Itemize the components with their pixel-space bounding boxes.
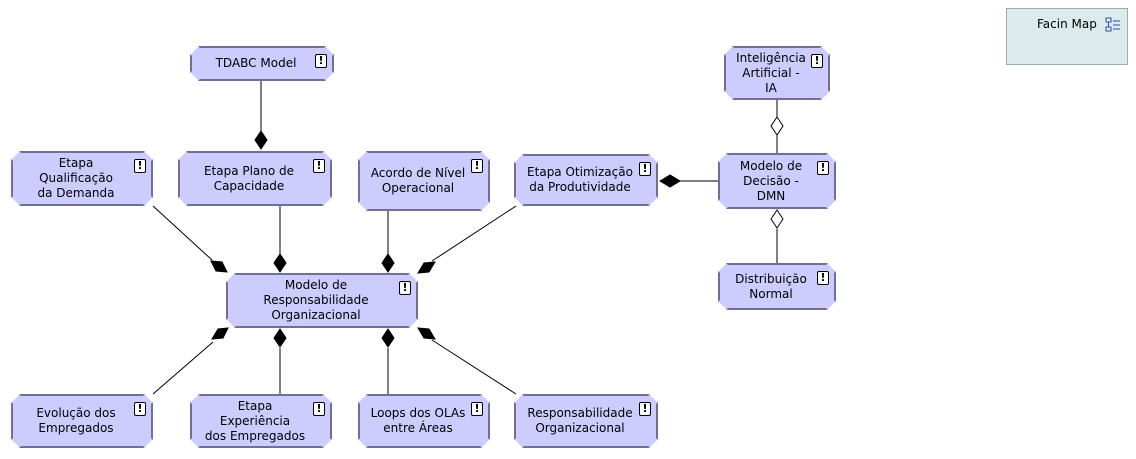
aggregation-diamond-ia <box>770 116 784 136</box>
node-acordo-nivel-operacional[interactable]: Acordo de Nível Operacional ! <box>358 151 490 211</box>
warning-icon: ! <box>134 159 146 173</box>
warning-icon: ! <box>639 402 651 416</box>
node-inteligencia-artificial[interactable]: Inteligência Artificial - IA ! <box>724 46 830 100</box>
node-responsabilidade-organizacional[interactable]: Responsabilidade Organizacional ! <box>514 394 658 448</box>
node-label: TDABC Model <box>215 56 297 70</box>
node-tdabc-model[interactable]: TDABC Model ! <box>190 46 334 81</box>
connection-otimizacao-modelo <box>431 205 517 262</box>
node-label: Modelo de Decisão - DMN <box>739 158 803 203</box>
warning-icon: ! <box>134 402 146 416</box>
node-label: Etapa Experiência dos Empregados <box>204 398 306 443</box>
warning-icon: ! <box>313 402 325 416</box>
node-modelo-responsabilidade[interactable]: Modelo de Responsabilidade Organizaciona… <box>226 273 418 328</box>
node-loops-olas[interactable]: Loops dos OLAs entre Áreas ! <box>358 394 490 448</box>
node-distribuicao-normal[interactable]: Distribuição Normal ! <box>718 263 836 310</box>
connection-evolucao-modelo <box>152 341 214 395</box>
composition-diamond-otimizacao <box>417 261 436 274</box>
facin-map-title: Facin Map <box>1037 17 1097 31</box>
node-etapa-qualificacao[interactable]: Etapa Qualificação da Demanda ! <box>11 151 153 206</box>
node-evolucao-empregados[interactable]: Evolução dos Empregados ! <box>11 394 153 448</box>
composition-diamond-responsabilidade <box>417 327 436 340</box>
warning-icon: ! <box>811 54 823 68</box>
composition-diamond-tdabc <box>254 130 268 150</box>
composition-diamond-loops <box>381 328 395 348</box>
composition-diamond-evolucao <box>211 327 229 340</box>
warning-icon: ! <box>817 161 829 175</box>
node-label: Acordo de Nível Operacional <box>370 166 466 195</box>
node-label: Modelo de Responsabilidade Organizaciona… <box>263 278 369 322</box>
warning-icon: ! <box>471 159 483 173</box>
composition-diamond-plano <box>273 253 287 273</box>
warning-icon: ! <box>313 159 325 173</box>
aggregation-diamond-dmn <box>770 209 784 229</box>
node-label: Responsabilidade Organizacional <box>527 406 633 435</box>
node-label: Evolução dos Empregados <box>36 406 116 435</box>
warning-icon: ! <box>315 54 327 68</box>
composition-diamond-dmn <box>659 174 681 188</box>
composition-diamond-qualificacao <box>210 260 228 273</box>
node-etapa-otimizacao[interactable]: Etapa Otimização da Produtividade ! <box>514 154 658 206</box>
node-modelo-decisao-dmn[interactable]: Modelo de Decisão - DMN ! <box>718 153 836 209</box>
map-icon <box>1105 17 1120 32</box>
connection-qualificacao-modelo <box>152 205 213 261</box>
node-label: Etapa Otimização da Produtividade <box>527 165 633 194</box>
composition-diamond-acordo <box>381 253 395 273</box>
node-label: Etapa Qualificação da Demanda <box>37 156 115 200</box>
warning-icon: ! <box>399 281 411 295</box>
node-label: Inteligência Artificial - IA <box>736 50 806 95</box>
facin-map-grouping[interactable]: Facin Map <box>1006 8 1128 65</box>
connection-responsabilidade-modelo <box>431 339 517 395</box>
node-etapa-experiencia[interactable]: Etapa Experiência dos Empregados ! <box>190 394 332 448</box>
node-label: Loops dos OLAs entre Áreas <box>370 406 466 435</box>
warning-icon: ! <box>817 271 829 285</box>
composition-diamond-experiencia <box>273 328 287 348</box>
warning-icon: ! <box>471 402 483 416</box>
node-etapa-plano-capacidade[interactable]: Etapa Plano de Capacidade ! <box>178 151 332 206</box>
warning-icon: ! <box>639 162 651 176</box>
node-label: Distribuição Normal <box>735 271 807 301</box>
node-label: Etapa Plano de Capacidade <box>203 163 295 193</box>
